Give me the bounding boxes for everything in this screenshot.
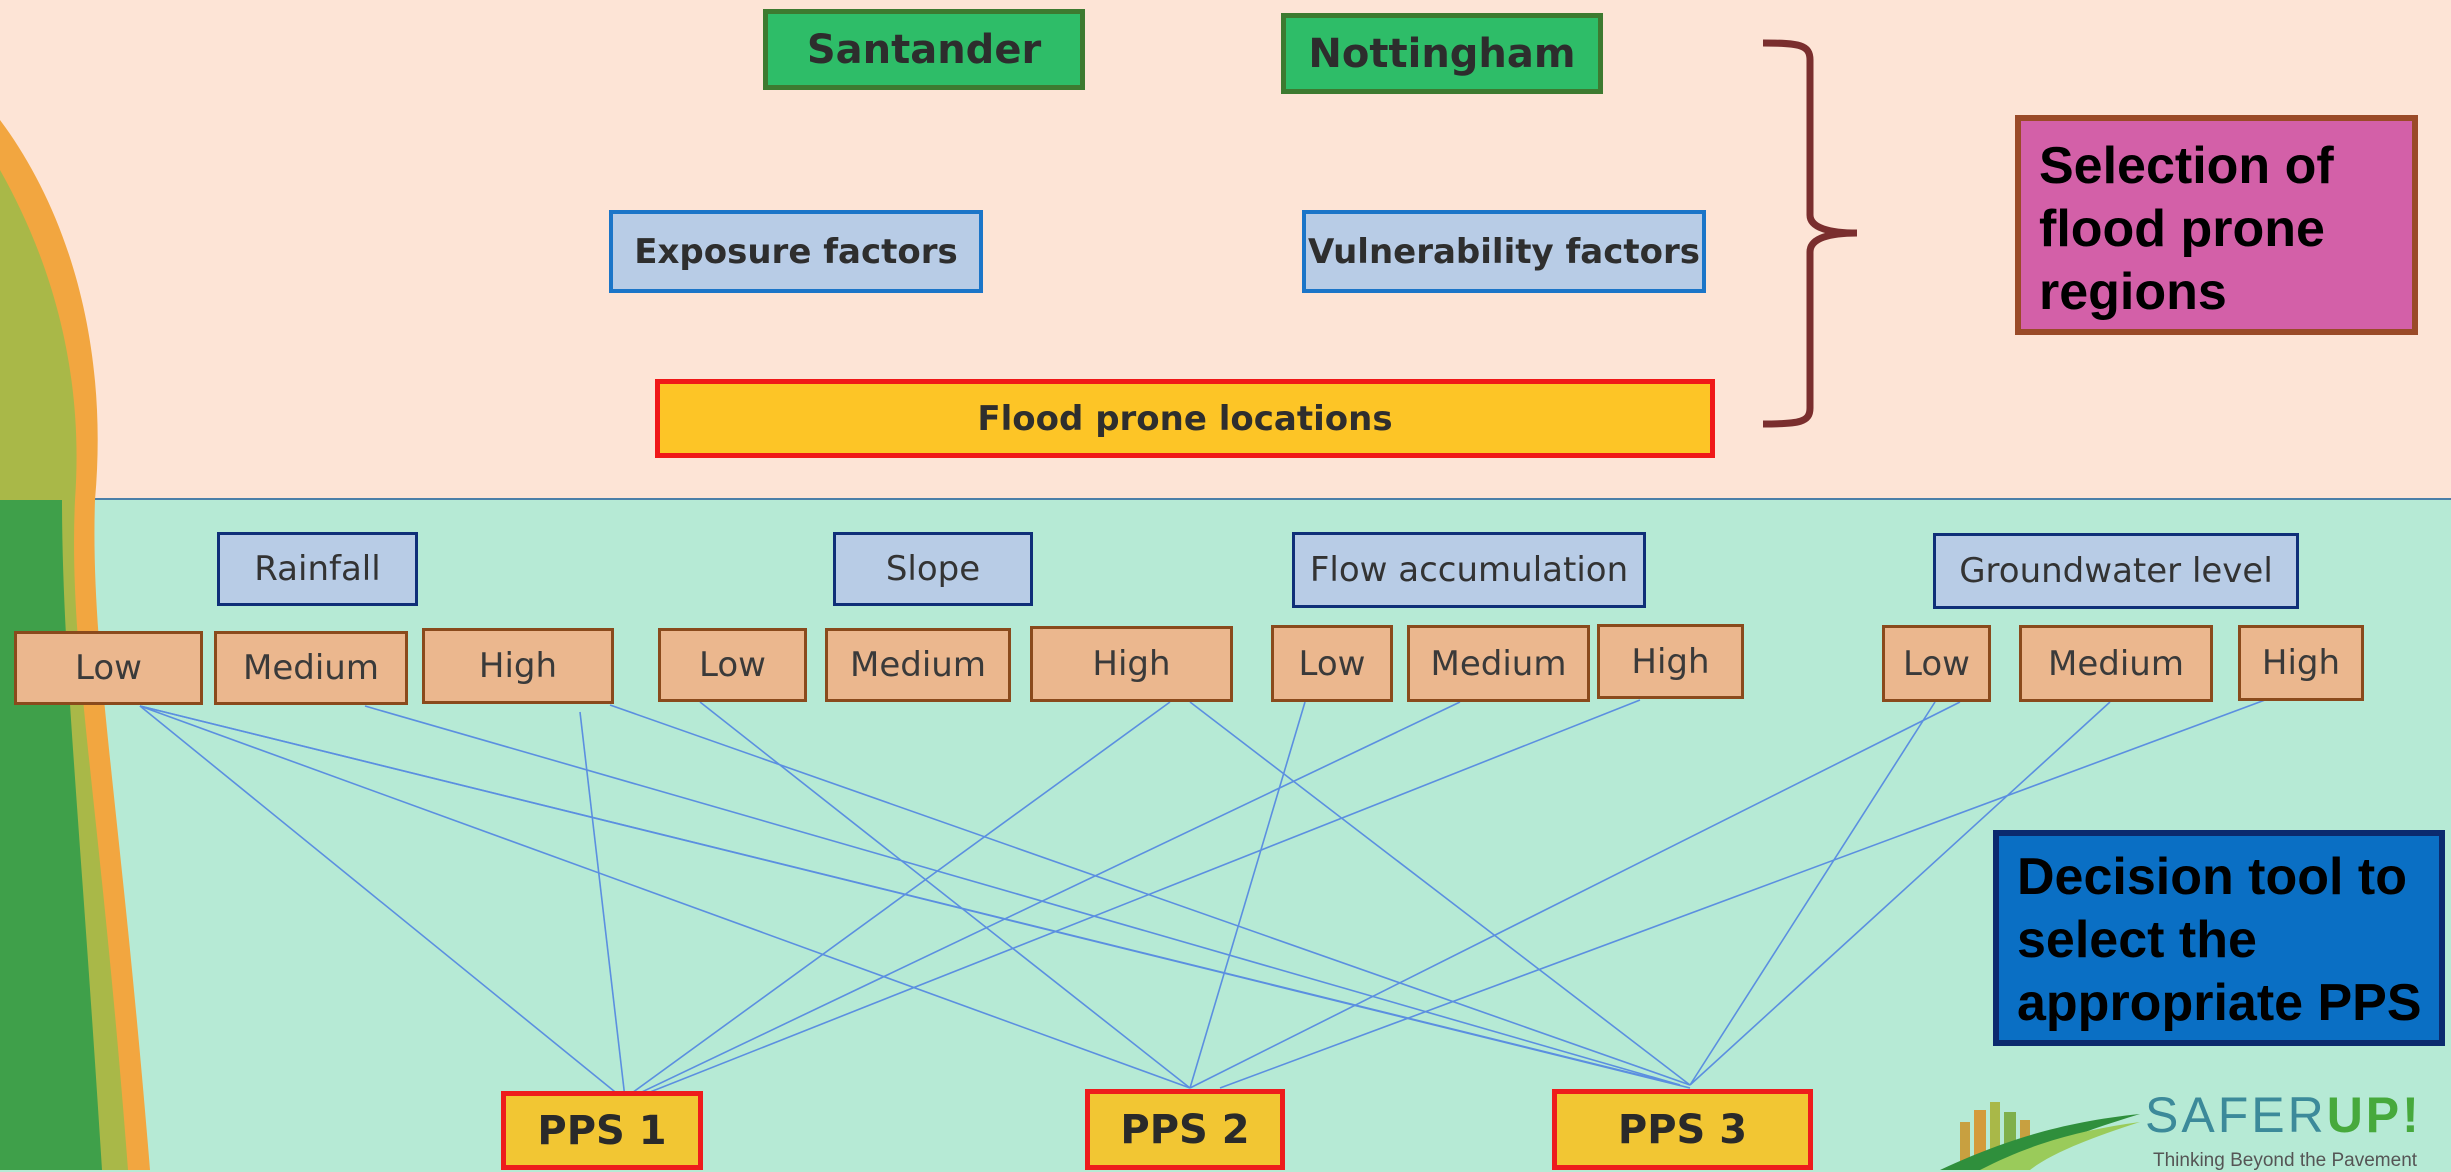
vulnerability-factors-box: Vulnerability factors: [1302, 210, 1706, 293]
connector-line-5: [364, 705, 1681, 1086]
logo-name-part1: SAFER: [2145, 1087, 2327, 1143]
connector-line-15: [1689, 701, 1936, 1086]
connector-line-11: [1189, 701, 1306, 1089]
pps-3: PPS 3: [1552, 1089, 1813, 1170]
city-nottingham: Nottingham: [1281, 13, 1603, 94]
connector-line-9: [624, 701, 1171, 1099]
pps-2: PPS 2: [1085, 1089, 1285, 1170]
connector-line-6: [579, 711, 626, 1099]
connector-line-12: [624, 701, 1461, 1101]
flow-low: Low: [1271, 625, 1393, 702]
connector-line-13: [634, 699, 1641, 1099]
connector-line-10: [1189, 701, 1691, 1086]
groundwater-low: Low: [1882, 625, 1991, 702]
flood-prone-locations-box: Flood prone locations: [655, 379, 1715, 458]
groundwater-medium: Medium: [2019, 625, 2213, 702]
param-flow-accumulation: Flow accumulation: [1292, 532, 1646, 608]
slope-low: Low: [658, 628, 807, 702]
param-slope: Slope: [833, 532, 1033, 606]
city-santander: Santander: [763, 9, 1085, 90]
connector-line-1: [139, 705, 626, 1101]
pps-1: PPS 1: [501, 1091, 703, 1170]
decision-tool-callout: Decision tool to select the appropriate …: [1993, 830, 2445, 1046]
connector-line-2: [139, 705, 1191, 1089]
param-groundwater-level: Groundwater level: [1933, 533, 2299, 609]
exposure-factors-box: Exposure factors: [609, 210, 983, 293]
logo-name-part2: UP!: [2326, 1087, 2422, 1143]
connector-line-8: [699, 701, 1191, 1089]
groundwater-high: High: [2238, 625, 2364, 701]
selection-callout: Selection of flood prone regions: [2015, 115, 2418, 335]
rainfall-high: High: [422, 628, 614, 704]
param-rainfall: Rainfall: [217, 532, 418, 606]
flow-high: High: [1597, 624, 1744, 699]
logo-wordmark: SAFERUP!: [2145, 1086, 2422, 1144]
slope-medium: Medium: [825, 628, 1011, 702]
connector-line-17: [1219, 699, 2266, 1089]
saferup-logo-icon: [1940, 1102, 2140, 1170]
connector-line-14: [1189, 701, 1961, 1089]
connector-line-4: [139, 705, 1681, 1086]
logo-tagline: Thinking Beyond the Pavement: [2153, 1150, 2418, 1171]
connector-line-16: [1689, 701, 2111, 1086]
flow-medium: Medium: [1407, 625, 1590, 702]
rainfall-medium: Medium: [214, 631, 408, 705]
rainfall-low: Low: [14, 631, 203, 705]
slope-high: High: [1030, 626, 1233, 702]
connector-line-7: [609, 704, 1691, 1086]
